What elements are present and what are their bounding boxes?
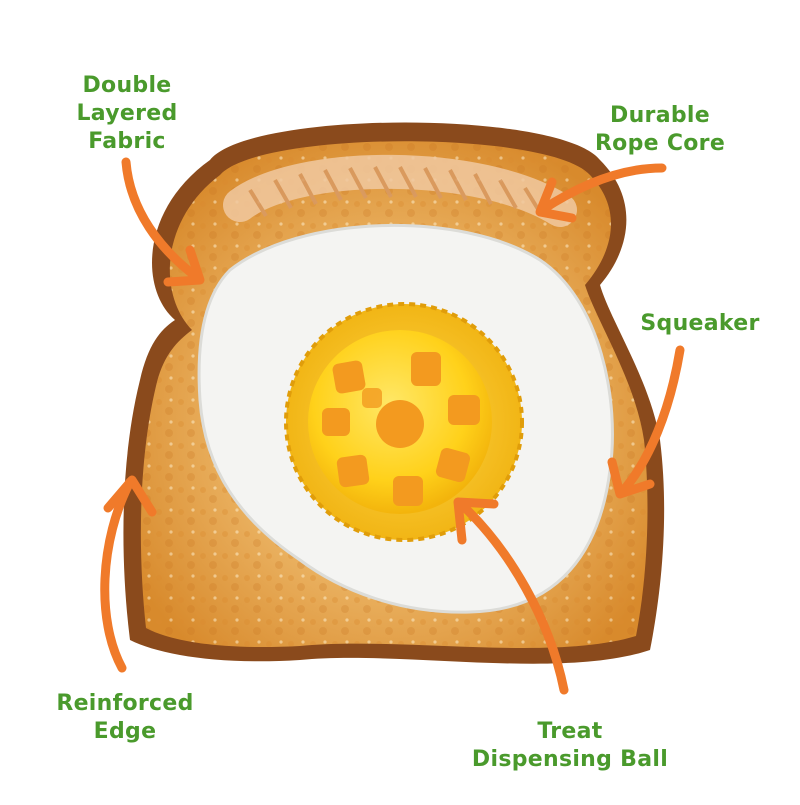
callout-line: Squeaker (640, 311, 760, 336)
callout-line: Rope Core (594, 131, 726, 156)
arrow-double-layered (121, 157, 205, 287)
callout-line: Double (82, 73, 172, 98)
callout-double-layered-fabric: Double Layered Fabric (52, 72, 202, 156)
callout-line: Reinforced (56, 691, 194, 716)
callout-reinforced-edge: Reinforced Edge (30, 690, 220, 746)
callout-line: Edge (93, 719, 157, 744)
rope-core (223, 154, 577, 227)
arrow-treat-ball (453, 497, 569, 695)
callout-line: Fabric (88, 129, 166, 154)
arrow-rope-core (535, 163, 667, 223)
arrow-squeaker (607, 345, 685, 499)
callout-durable-rope-core: Durable Rope Core (570, 102, 750, 158)
arrow-reinforced-edge (100, 475, 157, 673)
callout-line: Dispensing Ball (471, 747, 669, 772)
callout-line: Treat (537, 719, 603, 744)
callout-squeaker: Squeaker (620, 310, 780, 338)
callout-treat-dispensing-ball: Treat Dispensing Ball (440, 718, 700, 774)
callout-line: Layered (76, 101, 178, 126)
treat-dispensing-ball (308, 330, 492, 514)
callout-line: Durable (610, 103, 710, 128)
